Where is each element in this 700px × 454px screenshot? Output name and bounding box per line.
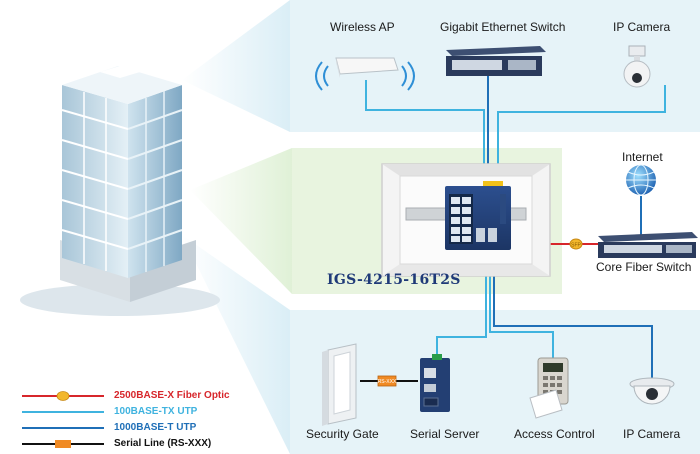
link-access-control (489, 244, 554, 358)
beam-bottom (182, 235, 290, 454)
legend-100base: 100BASE-TX UTP (114, 406, 198, 417)
link-serial-server (436, 244, 487, 358)
legend-serial: Serial Line (RS-XXX) (114, 438, 212, 449)
security-gate-icon (322, 343, 357, 426)
link-ip-camera-bottom (493, 244, 653, 378)
wireless-ap-icon (315, 57, 415, 91)
legend-swatches (22, 391, 104, 448)
gigabit-switch-label: Gigabit Ethernet Switch (440, 20, 566, 34)
gigabit-switch-icon (446, 46, 546, 76)
beam-center (190, 148, 292, 294)
sfp-connector-icon: SFP (569, 238, 583, 250)
product-model-label: IGS-4215-16T2S (327, 272, 461, 288)
core-fiber-switch-icon (598, 232, 698, 258)
ip-camera-bottom-icon (629, 377, 675, 405)
serial-tag: RS-XXX (378, 379, 397, 385)
internet-globe-icon (626, 164, 656, 196)
office-building (20, 66, 220, 316)
security-gate-label: Security Gate (306, 427, 379, 441)
igs-switch-icon (445, 181, 511, 250)
link-ip-camera-top (497, 85, 666, 185)
serial-server-icon (420, 354, 450, 412)
ip-camera-top-label: IP Camera (613, 20, 671, 34)
access-control-icon (529, 357, 569, 419)
internet-label: Internet (622, 150, 663, 164)
sfp-tag: SFP (571, 243, 581, 249)
ip-camera-bottom-label: IP Camera (623, 427, 681, 441)
access-control-label: Access Control (514, 427, 595, 441)
core-fiber-switch-label: Core Fiber Switch (596, 260, 692, 274)
link-wireless-ap (365, 80, 485, 185)
legend-fiber: 2500BASE-X Fiber Optic (114, 390, 230, 401)
ip-camera-top-icon (623, 45, 651, 88)
wireless-ap-label: Wireless AP (330, 20, 395, 34)
beam-top (182, 0, 290, 132)
serial-server-label: Serial Server (410, 427, 480, 441)
legend-1000base: 1000BASE-T UTP (114, 422, 197, 433)
serial-connector-icon: RS-XXX (377, 375, 397, 387)
